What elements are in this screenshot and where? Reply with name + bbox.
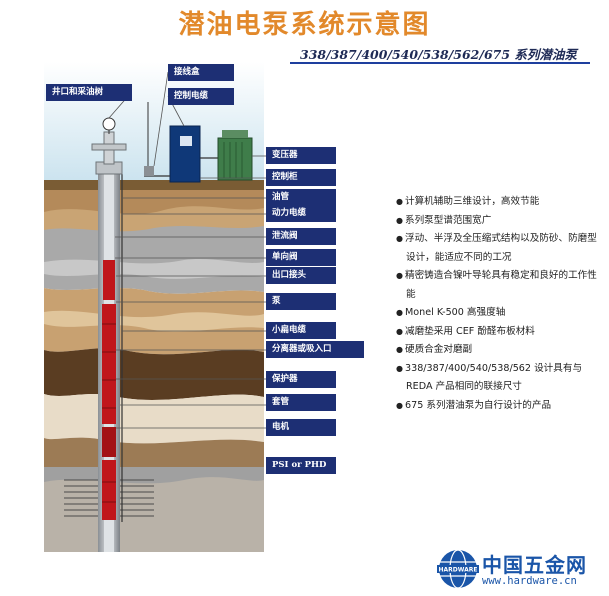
tree-valves bbox=[91, 143, 127, 151]
cabinet-display bbox=[180, 136, 192, 146]
label-motor: 电机 bbox=[266, 419, 336, 436]
feature-item: 精密铸造合镍叶导轮具有稳定和良好的工作性能 bbox=[396, 267, 602, 304]
feature-item: 减磨垫采用 CEF 酚醛布板材料 bbox=[396, 323, 602, 342]
motor-segment bbox=[102, 460, 116, 520]
feature-item: 硬质合金对磨副 bbox=[396, 341, 602, 360]
subtitle-underline bbox=[290, 62, 590, 64]
pressure-gauge bbox=[102, 117, 116, 131]
valve-segment bbox=[103, 260, 115, 300]
label-pump: 泵 bbox=[266, 293, 336, 310]
label-casing: 套管 bbox=[266, 394, 336, 411]
logo-badge: HARDWARE bbox=[439, 567, 478, 574]
label-drain-valve: 泄流阀 bbox=[266, 228, 336, 245]
page-subtitle: 338/387/400/540/538/562/675 系列潜油泵 bbox=[300, 47, 577, 62]
logo-url: www.hardware.cn bbox=[482, 575, 577, 587]
clay-layer bbox=[44, 394, 264, 444]
label-control-cable: 控制电缆 bbox=[168, 88, 234, 105]
label-discharge-head: 出口接头 bbox=[266, 267, 336, 284]
feature-item: Monel K-500 高强度轴 bbox=[396, 304, 602, 323]
logo-name: 中国五金网 bbox=[482, 553, 587, 577]
label-separator-intake: 分离器或吸入口 bbox=[266, 341, 364, 358]
esp-system-diagram bbox=[44, 62, 266, 552]
feature-list: 计算机辅助三维设计，高效节能 系列泵型谱范围宽广 浮动、半浮及全压缩式结构以及防… bbox=[396, 193, 602, 415]
control-cabinet-drawing bbox=[169, 125, 201, 183]
label-transformer: 变压器 bbox=[266, 147, 336, 164]
label-junction-box: 接线盒 bbox=[168, 64, 234, 81]
label-check-valve: 单向阀 bbox=[266, 249, 336, 266]
label-tubing: 油管 bbox=[266, 189, 336, 206]
feature-item: 338/387/400/540/538/562 设计具有与 REDA 产品相同的… bbox=[396, 360, 602, 397]
junction-box-drawing bbox=[144, 166, 154, 176]
feature-item: 计算机辅助三维设计，高效节能 bbox=[396, 193, 602, 212]
label-wellhead: 井口和采油树 bbox=[46, 84, 132, 101]
label-protector: 保护器 bbox=[266, 371, 336, 388]
separator-segment bbox=[102, 427, 116, 457]
transformer-top bbox=[222, 130, 248, 138]
label-psi-phd: PSI or PHD bbox=[266, 457, 336, 474]
feature-item: 675 系列潜油泵为自行设计的产品 bbox=[396, 397, 602, 416]
reservoir-texture bbox=[44, 477, 264, 552]
globe-icon: HARDWARE bbox=[437, 549, 479, 589]
feature-item: 浮动、半浮及全压缩式结构以及防砂、防磨型设计，能适应不同的工况 bbox=[396, 230, 602, 267]
page-title: 潜油电泵系统示意图 bbox=[178, 10, 431, 40]
label-power-cable: 动力电缆 bbox=[266, 205, 336, 222]
label-flat-cable: 小扁电缆 bbox=[266, 322, 336, 339]
ground-surface bbox=[44, 180, 264, 190]
transformer-drawing bbox=[217, 137, 253, 181]
label-control-cabinet: 控制柜 bbox=[266, 169, 336, 186]
pump-segment bbox=[102, 304, 116, 424]
feature-item: 系列泵型谱范围宽广 bbox=[396, 212, 602, 231]
shale-layer bbox=[44, 348, 264, 400]
